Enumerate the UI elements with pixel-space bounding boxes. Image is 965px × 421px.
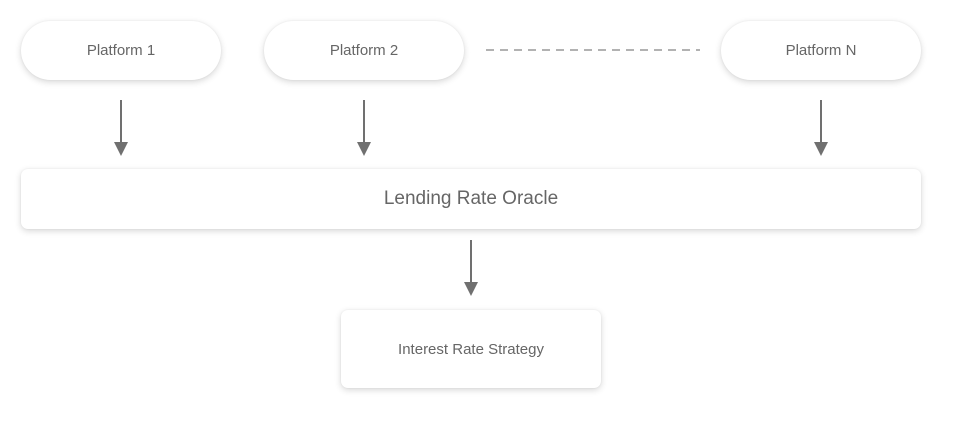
lending-rate-oracle-node: Lending Rate Oracle xyxy=(21,169,921,229)
platform-2-node: Platform 2 xyxy=(264,21,464,80)
arrow-platform-n-to-oracle xyxy=(814,100,828,156)
arrow-oracle-to-strategy xyxy=(464,240,478,296)
interest-rate-strategy-node: Interest Rate Strategy xyxy=(341,310,601,388)
arrow-platform-1-to-oracle xyxy=(114,100,128,156)
platform-n-node: Platform N xyxy=(721,21,921,80)
platform-1-node: Platform 1 xyxy=(21,21,221,80)
arrow-platform-2-to-oracle xyxy=(357,100,371,156)
